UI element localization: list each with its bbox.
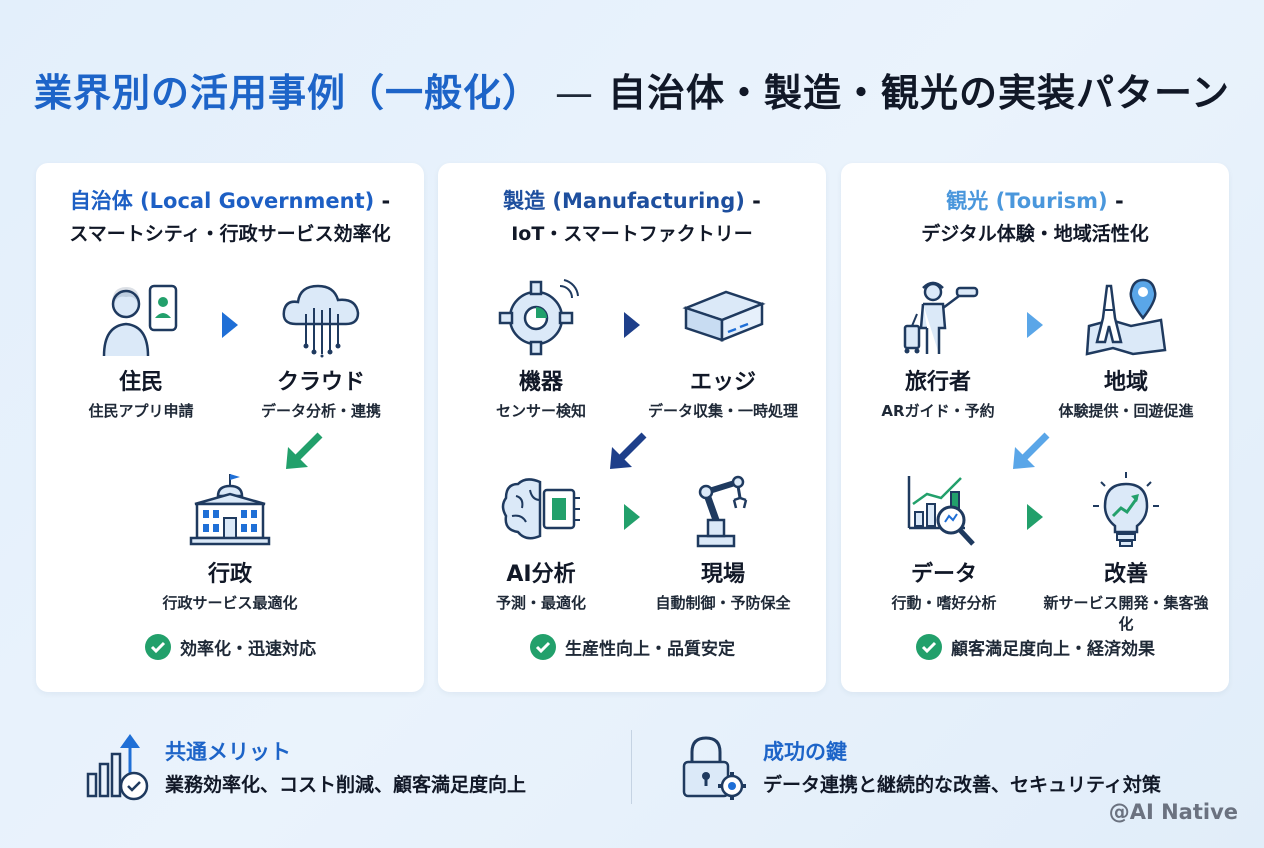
arrow-right-icon (1027, 312, 1043, 338)
node-sub: 行政サービス最適化 (162, 594, 298, 612)
title-blue-part: 業界別の活用事例（一般化） (33, 71, 541, 115)
node-field: 現場 自動制御・予防保全 (638, 470, 808, 613)
node-sub: 行動・嗜好分析 (891, 594, 997, 612)
node-label: 旅行者 (904, 370, 971, 395)
node-label: AI分析 (506, 562, 576, 587)
node-resident: 住民 住民アプリ申請 (56, 278, 226, 421)
card-subheading: スマートシティ・行政サービス効率化 (69, 223, 391, 245)
card-tourism: 観光 (Tourism) - デジタル体験・地域活性化 旅行者 ARガイド・予約… (841, 163, 1229, 692)
lightbulb-growth-icon (1093, 472, 1159, 547)
arrow-down-left-icon (610, 432, 647, 469)
node-traveler: 旅行者 ARガイド・予約 (853, 278, 1023, 421)
card-result-text: 効率化・迅速対応 (180, 639, 316, 660)
card-heading-label: 製造 (Manufacturing) (503, 189, 745, 213)
card-result-text: 生産性向上・品質安定 (565, 639, 735, 660)
chart-magnifier-icon (907, 476, 975, 546)
node-government: 行政 行政サービス最適化 (145, 470, 315, 613)
node-sub: 体験提供・回遊促進 (1058, 402, 1194, 420)
card-heading: 自治体 (Local Government) - (36, 185, 424, 215)
edge-box-icon (682, 290, 766, 342)
merit-title: 共通メリット (165, 740, 291, 764)
card-local-government: 自治体 (Local Government) - スマートシティ・行政サービス効… (36, 163, 424, 692)
card-heading-dash: - (752, 189, 761, 213)
node-label: データ (910, 562, 977, 587)
title-dash: — (554, 71, 594, 115)
node-edge: エッジ データ収集・一時処理 (638, 278, 808, 421)
node-device: 機器 センサー検知 (456, 278, 626, 421)
gear-sensor-icon (498, 279, 579, 356)
node-label: 機器 (518, 370, 563, 395)
check-circle-icon (530, 634, 556, 660)
node-sub: 自動制御・予防保全 (655, 594, 791, 612)
robot-arm-icon (696, 475, 748, 548)
node-label: 地域 (1103, 370, 1148, 395)
card-heading-label: 自治体 (Local Government) (69, 189, 375, 213)
arrow-down-left-icon (286, 432, 323, 469)
government-building-icon (189, 474, 271, 546)
key-text: データ連携と継続的な改善、セキュリティ対策 (763, 774, 1161, 796)
card-subheading: IoT・スマートファクトリー (511, 223, 753, 245)
card-subheading: デジタル体験・地域活性化 (921, 223, 1149, 245)
check-circle-icon (916, 634, 942, 660)
card-result: 効率化・迅速対応 (36, 633, 424, 661)
node-sub: 新サービス開発・集客強化 (1043, 594, 1209, 633)
card-heading: 製造 (Manufacturing) - (438, 185, 826, 215)
node-label: エッジ (689, 370, 756, 395)
card-heading: 観光 (Tourism) - (841, 185, 1229, 215)
node-label: 行政 (207, 562, 252, 587)
cloud-circuit-icon (282, 284, 360, 358)
page-title: 業界別の活用事例（一般化） — 自治体・製造・観光の実装パターン (0, 62, 1264, 117)
node-data: データ 行動・嗜好分析 (859, 470, 1029, 613)
merit-text: 業務効率化、コスト削減、顧客満足度向上 (165, 774, 527, 796)
node-improvement: 改善 新サービス開発・集客強化 (1041, 470, 1211, 634)
node-sub: データ収集・一時処理 (647, 402, 798, 420)
arrow-right-icon (222, 312, 238, 338)
check-circle-icon (145, 634, 171, 660)
card-heading-dash: - (1114, 189, 1124, 213)
node-label: 住民 (118, 370, 163, 395)
node-sub: ARガイド・予約 (881, 402, 995, 420)
bottom-divider (631, 730, 632, 804)
arrow-right-icon (624, 504, 640, 530)
node-sub: 住民アプリ申請 (88, 402, 194, 420)
node-label: 改善 (1103, 562, 1148, 587)
growth-check-icon (86, 734, 149, 801)
card-result: 生産性向上・品質安定 (438, 633, 826, 661)
node-ai-analysis: AI分析 予測・最適化 (456, 470, 626, 613)
arrow-down-left-icon (1013, 432, 1050, 469)
card-manufacturing: 製造 (Manufacturing) - IoT・スマートファクトリー 機器 セ… (438, 163, 826, 692)
node-sub: センサー検知 (495, 402, 586, 420)
arrow-right-icon (1027, 504, 1043, 530)
card-result: 顧客満足度向上・経済効果 (841, 633, 1229, 661)
brain-chip-icon (501, 478, 580, 540)
resident-phone-icon (102, 284, 178, 357)
card-heading-label: 観光 (Tourism) (946, 189, 1108, 213)
node-sub: 予測・最適化 (495, 594, 586, 612)
map-tower-icon (1085, 278, 1167, 356)
node-label: クラウド (276, 370, 365, 395)
lock-gear-icon (682, 736, 746, 800)
watermark: @AI Native (1108, 800, 1238, 824)
node-region: 地域 体験提供・回遊促進 (1041, 278, 1211, 421)
card-heading-dash: - (381, 189, 391, 213)
node-label: 現場 (700, 562, 745, 587)
traveler-ar-icon (903, 281, 979, 354)
node-sub: データ分析・連携 (260, 402, 381, 420)
card-result-text: 顧客満足度向上・経済効果 (951, 639, 1155, 660)
key-title: 成功の鍵 (763, 740, 847, 764)
arrow-right-icon (624, 312, 640, 338)
node-cloud: クラウド データ分析・連携 (236, 278, 406, 421)
title-dark-part: 自治体・製造・観光の実装パターン (607, 71, 1231, 115)
